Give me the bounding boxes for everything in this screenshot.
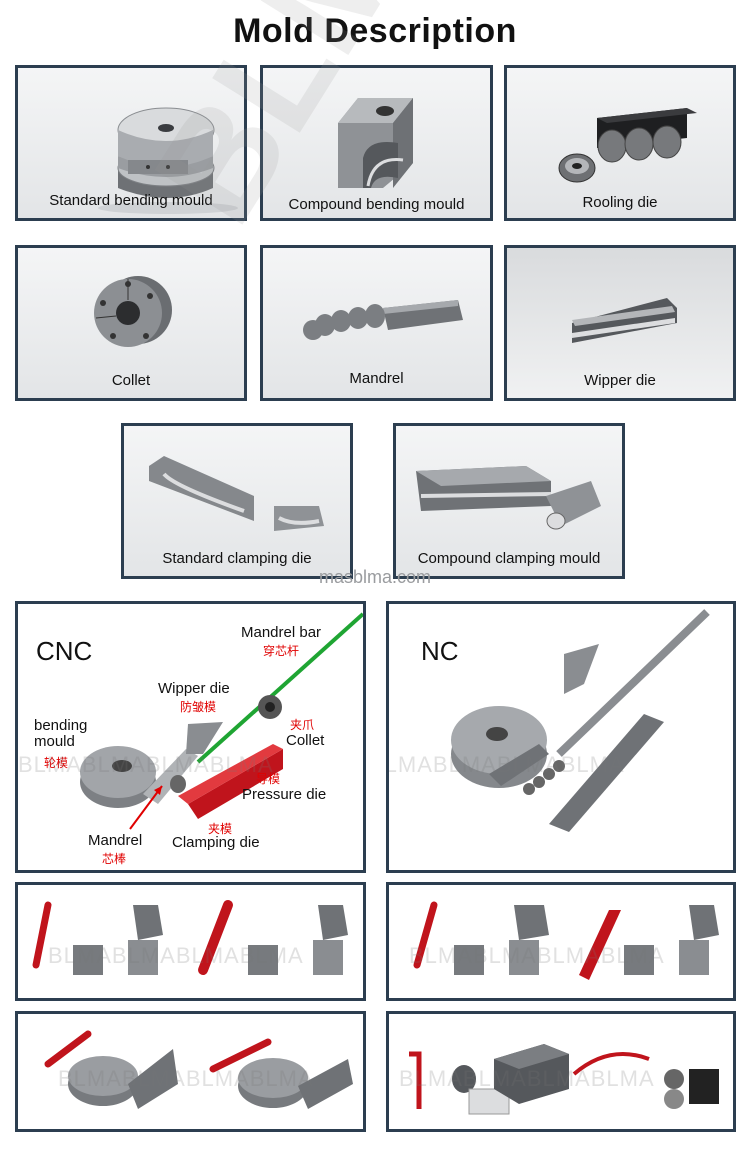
mold-card-collet: Collet	[15, 245, 247, 401]
watermark-url: masblma.com	[318, 567, 432, 587]
mold-label: Wipper die	[584, 372, 656, 389]
nc-panel: NC BLMABLMABLMABLMA	[386, 601, 736, 873]
cnc-parts-panel-2: BLMABLMABLMABLMA	[15, 1011, 366, 1132]
mold-label: Compound clamping mould	[417, 550, 601, 567]
nc-diagram	[451, 609, 710, 832]
mold-card-standard-clamping: Standard clamping die	[121, 423, 353, 579]
nc-heading: NC	[421, 636, 459, 666]
cnc-heading: CNC	[36, 636, 93, 666]
nc-parts-panel-2: BLMABLMABLMABLMA	[386, 1011, 736, 1132]
mold-card-rooling-die: Rooling die	[504, 65, 736, 221]
cnc-parts-image-2	[44, 1030, 353, 1109]
nc-parts-image-1	[413, 901, 719, 980]
collet-cn-label: 夹爪	[290, 718, 315, 732]
watermark-strip: BLMABLMABLMABLMA	[48, 943, 304, 968]
bending-mould-label: bending mould	[34, 717, 88, 750]
mold-card-compound-bending: Compound bending mould	[260, 65, 493, 221]
mandrel-image	[303, 300, 463, 340]
cnc-parts-image-1	[32, 900, 348, 975]
mandrel-cn-label: 芯棒	[102, 852, 127, 866]
mandrel-label: Mandrel	[88, 832, 143, 849]
mold-label: Rooling die	[582, 194, 658, 211]
compound-bending-mould-image	[338, 98, 413, 188]
mold-card-compound-clamping: Compound clamping mould	[393, 423, 625, 579]
standard-bending-mould-image	[98, 107, 238, 214]
collet-label: Collet	[286, 732, 325, 749]
nc-parts-panel-1: BLMABLMABLMABLMA	[386, 882, 736, 1001]
page-title: Mold Description	[233, 12, 517, 50]
clamping-die-label: Clamping die	[172, 834, 260, 851]
nc-parts-image-2	[409, 1044, 719, 1115]
watermark-strip: BLMABLMABLMABLMA	[18, 752, 274, 777]
mandrel-bar-label: Mandrel bar	[241, 624, 322, 641]
mold-card-wipper-die: Wipper die	[504, 245, 736, 401]
mold-label: Mandrel	[349, 370, 404, 387]
watermark-strip: BLMABLMABLMABLMA	[58, 1066, 314, 1091]
mold-card-mandrel: Mandrel	[260, 245, 493, 401]
standard-clamping-die-image	[149, 456, 324, 531]
mandrel-bar-cn-label: 穿芯杆	[263, 644, 300, 658]
clamping-die-cn-label: 夹模	[208, 822, 233, 836]
mold-label: Standard clamping die	[162, 550, 312, 567]
cnc-parts-panel-1: BLMABLMABLMABLMA	[15, 882, 366, 1001]
pressure-die-label: Pressure die	[242, 786, 327, 803]
mold-label: Standard bending mould	[49, 192, 213, 209]
watermark-strip: BLMABLMABLMABLMA	[386, 752, 625, 777]
wipper-die-image	[572, 298, 677, 343]
wipper-die-cn-label: 防皱模	[180, 700, 217, 714]
mold-label: Compound bending mould	[288, 196, 465, 213]
cnc-diagram	[80, 612, 363, 830]
rooling-die-image	[558, 108, 697, 183]
watermark-strip: BLMABLMABLMABLMA	[399, 1066, 655, 1091]
mold-card-standard-bending: Standard bending mould	[15, 65, 247, 221]
cnc-panel: CNC Mandrel bar 穿芯杆 Wipper die 防皱模 bendi…	[15, 601, 366, 873]
collet-image	[94, 276, 172, 347]
wipper-die-label: Wipper die	[158, 680, 230, 697]
pressure-die-cn-label: 导模	[256, 772, 281, 786]
compound-clamping-mould-image	[416, 466, 601, 530]
watermark-strip: BLMABLMABLMABLMA	[409, 943, 665, 968]
bending-mould-cn-label: 轮模	[44, 756, 69, 770]
mold-label: Collet	[111, 372, 151, 389]
